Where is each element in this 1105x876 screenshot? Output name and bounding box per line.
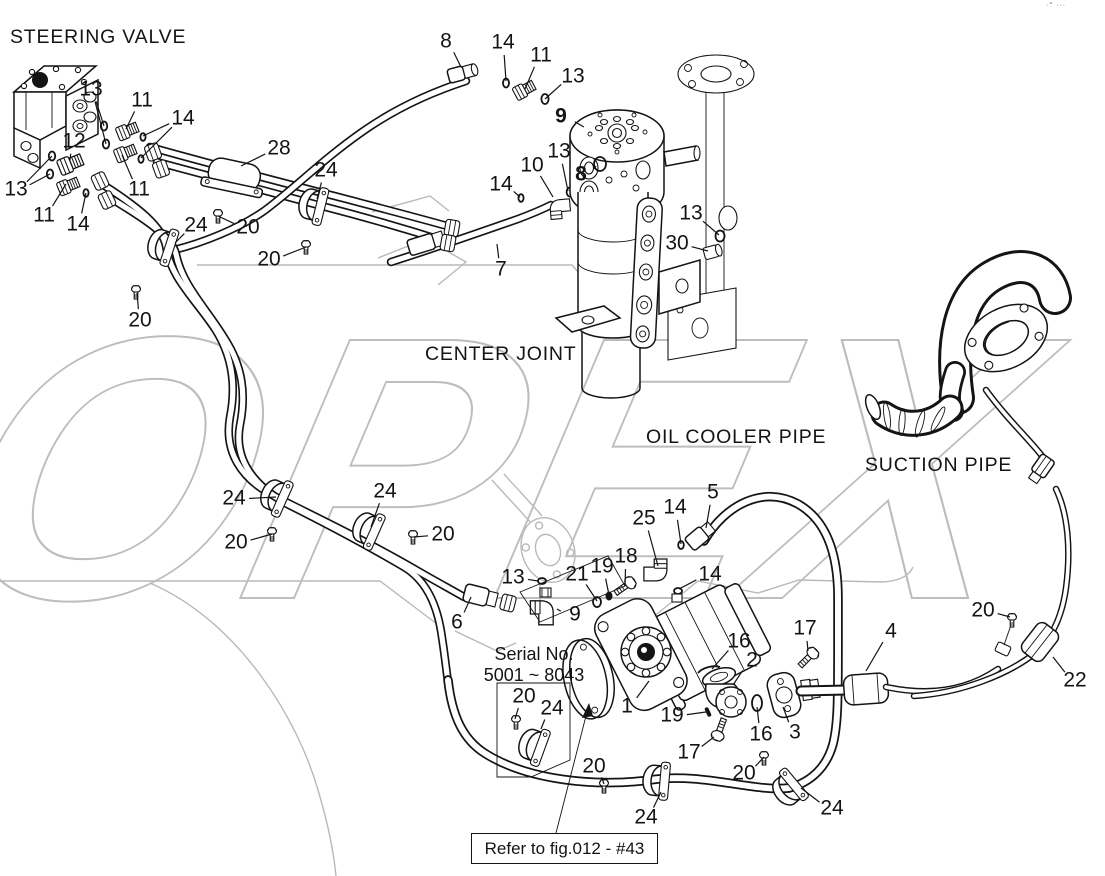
- part-callout-14: 14: [66, 212, 90, 236]
- part-callout-4: 4: [885, 619, 897, 643]
- part-callout-18: 18: [614, 544, 638, 568]
- part-callout-20: 20: [971, 598, 995, 622]
- part-callout-22: 22: [1063, 668, 1087, 692]
- corner-mark: ·° ···: [1046, 2, 1067, 9]
- refer-note-box: Refer to fig.012 - #43: [471, 833, 658, 864]
- part-callout-16: 16: [727, 629, 751, 653]
- part-callout-20: 20: [431, 522, 455, 546]
- serial-line2: 5001 ~ 8043: [483, 664, 585, 685]
- part-callout-1: 1: [621, 694, 633, 718]
- part-callout-20: 20: [128, 308, 152, 332]
- part-callout-28: 28: [267, 136, 291, 160]
- center-joint-title: CENTER JOINT: [425, 343, 577, 365]
- part-callout-13: 13: [547, 139, 571, 163]
- part-callout-14: 14: [663, 495, 687, 519]
- part-callout-9: 9: [569, 602, 581, 626]
- hoses-and-pipes: [97, 76, 843, 794]
- part-callout-20: 20: [732, 761, 756, 785]
- part-callout-11: 11: [128, 177, 150, 201]
- part-callout-21: 21: [565, 562, 589, 586]
- part-callout-13: 13: [679, 201, 703, 225]
- part-callout-6: 6: [451, 610, 463, 634]
- part-callout-24: 24: [314, 158, 338, 182]
- part-callout-11: 11: [33, 203, 55, 227]
- serial-line1: Serial No.: [494, 644, 574, 664]
- part-callout-14: 14: [171, 106, 195, 130]
- serial-number-note: Serial No. 5001 ~ 8043: [484, 644, 585, 685]
- part-callout-12: 12: [62, 129, 86, 153]
- part-callout-7: 7: [495, 257, 507, 281]
- part-callout-19: 19: [660, 703, 684, 727]
- oil-cooler-pipe-title: OIL COOLER PIPE: [646, 426, 827, 448]
- part-callout-13: 13: [79, 77, 103, 101]
- part-callout-24: 24: [184, 213, 208, 237]
- suction-pipe-title: SUCTION PIPE: [865, 454, 1013, 476]
- part-callout-8: 8: [575, 162, 587, 186]
- part-callout-24: 24: [820, 796, 844, 820]
- part-callout-20: 20: [257, 247, 281, 271]
- part-callout-14: 14: [491, 30, 515, 54]
- part-callout-20: 20: [224, 530, 248, 554]
- oil-cooler-fittings: [643, 520, 717, 603]
- part-callout-2: 2: [746, 648, 758, 672]
- part-callout-24: 24: [540, 696, 564, 720]
- part-callout-9: 9: [555, 104, 567, 128]
- center-joint-drawing: [554, 109, 726, 399]
- part-callout-19: 19: [590, 554, 614, 578]
- part-callout-17: 17: [793, 616, 817, 640]
- part-callout-17: 17: [677, 740, 701, 764]
- part-callout-11: 11: [530, 43, 552, 67]
- suction-pipe-drawing: [795, 250, 1072, 706]
- pump-drawing: [562, 583, 822, 744]
- part-callout-24: 24: [222, 486, 246, 510]
- part-callout-14: 14: [489, 172, 513, 196]
- part-callout-11: 11: [131, 88, 153, 112]
- part-callout-13: 13: [561, 64, 585, 88]
- part-callout-20: 20: [512, 684, 536, 708]
- part-callout-24: 24: [373, 479, 397, 503]
- part-callout-13: 13: [4, 177, 28, 201]
- refer-note-text: Refer to fig.012 - #43: [484, 838, 645, 858]
- part-callout-14: 14: [698, 562, 722, 586]
- part-callout-20: 20: [582, 754, 606, 778]
- part-callout-10: 10: [520, 153, 544, 177]
- part-callout-16: 16: [749, 722, 773, 746]
- part-callout-20: 20: [236, 215, 260, 239]
- steering-valve-title: STEERING VALVE: [10, 26, 187, 48]
- part-callout-8: 8: [440, 29, 452, 53]
- part-callout-3: 3: [789, 720, 801, 744]
- part-callout-30: 30: [665, 231, 689, 255]
- part-callout-13: 13: [501, 565, 525, 589]
- part-callout-25: 25: [632, 506, 656, 530]
- part-callout-5: 5: [707, 480, 719, 504]
- part-callout-24: 24: [634, 805, 658, 829]
